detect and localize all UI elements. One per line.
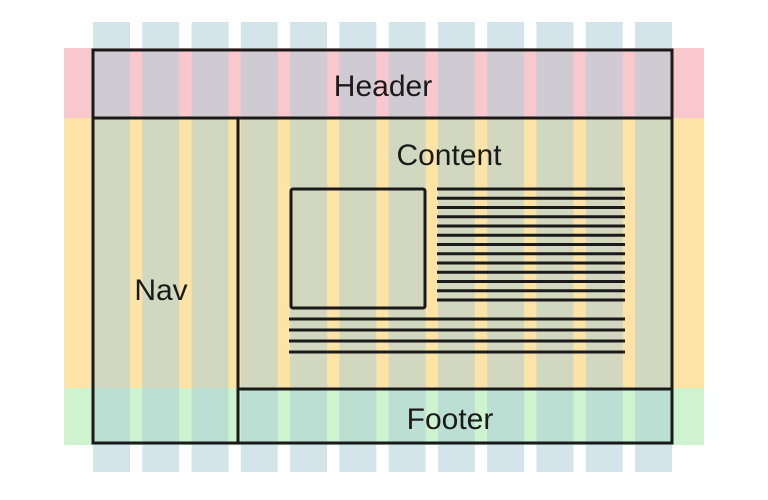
content-text-lines xyxy=(289,187,625,354)
content-image-placeholder xyxy=(289,187,427,310)
content-label: Content xyxy=(396,139,502,172)
grid-column xyxy=(290,22,328,472)
grid-column xyxy=(93,22,130,472)
page-outline xyxy=(91,48,674,445)
grid-column xyxy=(487,22,525,472)
grid-column xyxy=(585,22,623,472)
grid-column xyxy=(339,22,377,472)
grid-column xyxy=(191,22,229,472)
grid-column xyxy=(240,22,278,472)
nav-label: Nav xyxy=(134,274,187,307)
grid-column xyxy=(388,22,426,472)
grid-columns xyxy=(93,22,672,472)
header-label: Header xyxy=(334,70,432,103)
grid-column xyxy=(536,22,574,472)
footer-label: Footer xyxy=(407,403,494,436)
grid-column xyxy=(635,22,672,472)
grid-column xyxy=(437,22,475,472)
grid-column xyxy=(142,22,180,472)
layout-outlines xyxy=(91,48,674,445)
